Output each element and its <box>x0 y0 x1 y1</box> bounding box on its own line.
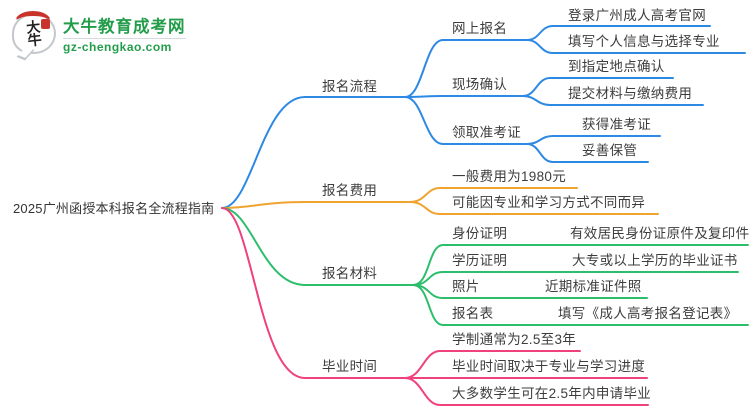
node-registration-materials: 报名材料 <box>322 266 378 281</box>
leaf-education-proof-detail: 大专或以上学历的毕业证书 <box>572 253 738 268</box>
node-onsite-confirmation: 现场确认 <box>452 77 508 92</box>
node-registration-form: 报名表 <box>452 306 494 321</box>
leaf-submit-materials-pay: 提交材料与缴纳费用 <box>568 86 693 101</box>
connector-line <box>221 96 406 209</box>
connector-line <box>526 39 746 54</box>
connector-line <box>221 201 411 209</box>
leaf-program-length: 学制通常为2.5至3年 <box>452 332 577 347</box>
node-online-registration: 网上报名 <box>452 21 508 36</box>
node-get-admission-ticket: 领取准考证 <box>452 125 521 140</box>
connector-line <box>221 207 414 286</box>
site-name: 大牛教育成考网 <box>63 18 186 36</box>
branch-lines-registration-process <box>221 25 746 209</box>
node-photo: 照片 <box>452 279 480 294</box>
leaf-registration-form-detail: 填写《成人高考报名登记表》 <box>558 306 738 321</box>
node-identity-proof: 身份证明 <box>452 226 508 241</box>
branch-lines-registration-materials <box>221 207 749 326</box>
logo-bubble-icon: 大牛 <box>12 11 56 61</box>
branch-lines-graduation-time <box>221 207 649 406</box>
central-topic: 2025广州函授本科报名全流程指南 <box>13 201 215 216</box>
leaf-photo-detail: 近期标准证件照 <box>545 279 642 294</box>
leaf-depends-on-major: 毕业时间取决于专业与学习进度 <box>452 359 646 374</box>
site-logo: 大牛 大牛教育成考网 gz-chengkao.com <box>12 11 186 61</box>
leaf-apply-within-2-5-years: 大多数学生可在2.5年内申请毕业 <box>452 386 652 401</box>
connector-line <box>412 284 749 326</box>
leaf-obtain-ticket: 获得准考证 <box>582 117 651 132</box>
connector-line <box>404 377 649 406</box>
leaf-confirm-at-location: 到指定地点确认 <box>568 59 665 74</box>
connector-line <box>404 95 524 98</box>
logo-seal-icon <box>41 19 50 29</box>
connector-line <box>404 96 528 145</box>
branch-lines-registration-fee <box>221 187 659 215</box>
leaf-fee-1980: 一般费用为1980元 <box>452 169 567 184</box>
connector-line <box>221 207 406 379</box>
connector-line <box>522 95 704 106</box>
leaf-login-official-site: 登录广州成人高考官网 <box>568 8 706 23</box>
logo-red-arc-icon <box>15 11 51 32</box>
node-graduation-time: 毕业时间 <box>322 359 378 374</box>
connector-line <box>526 143 649 163</box>
site-domain: gz-chengkao.com <box>63 38 186 54</box>
node-education-proof: 学历证明 <box>452 253 508 268</box>
leaf-fill-info-choose-major: 填写个人信息与选择专业 <box>568 34 720 49</box>
node-registration-fee: 报名费用 <box>322 183 378 198</box>
leaf-keep-safe: 妥善保管 <box>582 143 638 158</box>
leaf-fee-varies: 可能因专业和学习方式不同而异 <box>452 195 646 210</box>
connector-line <box>409 201 659 215</box>
connector-line <box>404 39 528 98</box>
leaf-identity-proof-detail: 有效居民身份证原件及复印件 <box>570 226 750 241</box>
node-registration-process: 报名流程 <box>322 79 378 94</box>
logo-text-block: 大牛教育成考网 gz-chengkao.com <box>63 13 186 54</box>
